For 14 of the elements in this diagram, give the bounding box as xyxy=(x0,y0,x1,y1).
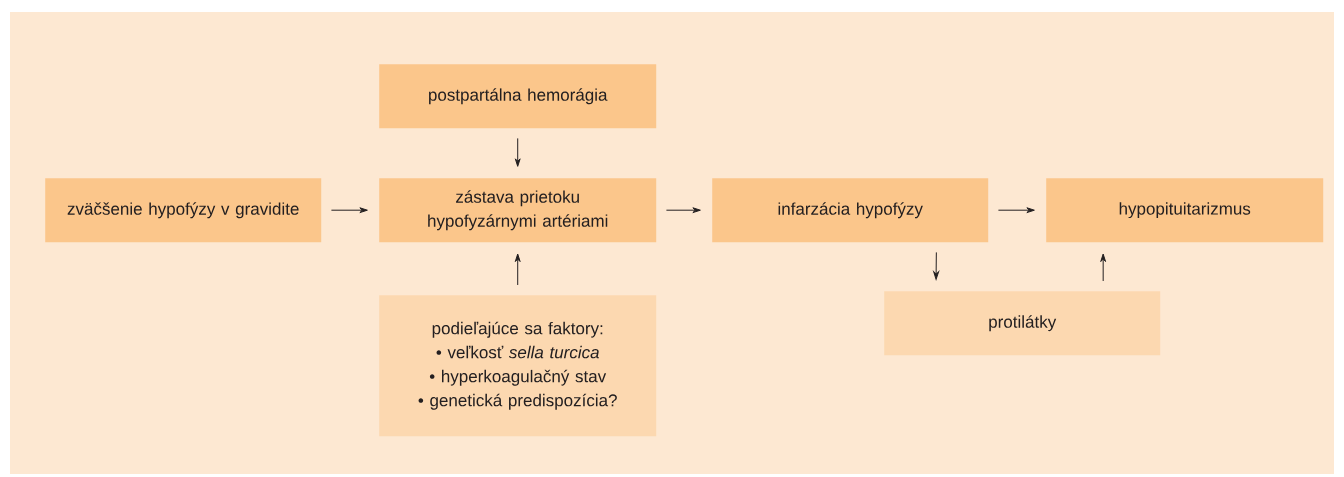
arrow xyxy=(1100,253,1107,282)
process-box: infarzácia hypofýzy xyxy=(712,178,989,243)
process-box: protilátky xyxy=(884,291,1161,356)
arrow xyxy=(330,207,368,214)
arrow xyxy=(997,207,1035,214)
arrow xyxy=(514,253,521,286)
process-box: zástava prietoku hypofyzárnymi artériami xyxy=(379,178,657,243)
process-box: hypopituitarizmus xyxy=(1046,178,1324,243)
process-box: podieľajúce sa faktory: • veľkosť sella turcica • hyperkoagulačný stav • genetická predispozícia? xyxy=(379,295,657,437)
arrow xyxy=(665,207,701,214)
arrow xyxy=(514,137,521,167)
process-box: postpartálna hemorágia xyxy=(379,64,657,129)
arrow xyxy=(933,251,940,280)
process-box: zväčšenie hypofýzy v gravidite xyxy=(45,178,322,243)
